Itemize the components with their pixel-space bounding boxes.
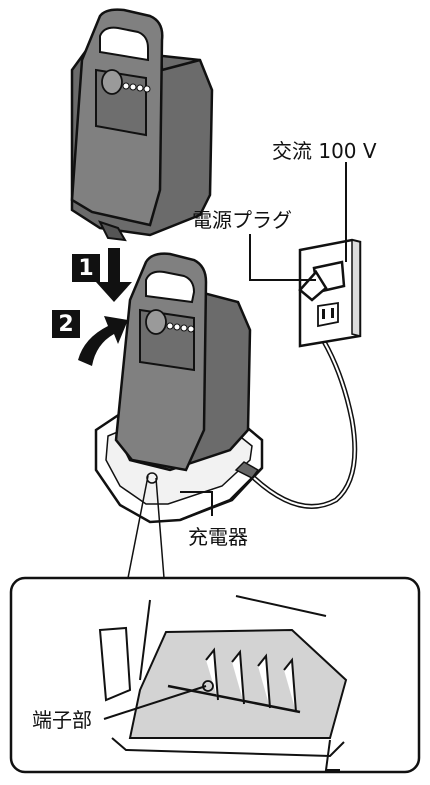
battery-top — [70, 8, 214, 242]
charger-label: 充電器 — [188, 525, 248, 549]
ac-voltage-label: 交流 100 V — [272, 139, 377, 163]
terminal-label: 端子部 — [32, 708, 92, 732]
step-1-number: 1 — [78, 255, 94, 281]
curved-arrow-icon — [78, 316, 128, 366]
step-2-badge: 2 — [52, 310, 80, 338]
step-1-badge: 1 — [72, 254, 100, 282]
wall-outlet — [298, 238, 362, 348]
step-2-number: 2 — [58, 311, 74, 337]
down-arrow-icon — [96, 248, 132, 302]
power-plug — [298, 260, 346, 302]
terminal-detail-panel — [9, 576, 421, 774]
battery-on-charger — [114, 252, 252, 472]
power-plug-label: 電源プラグ — [192, 208, 292, 232]
